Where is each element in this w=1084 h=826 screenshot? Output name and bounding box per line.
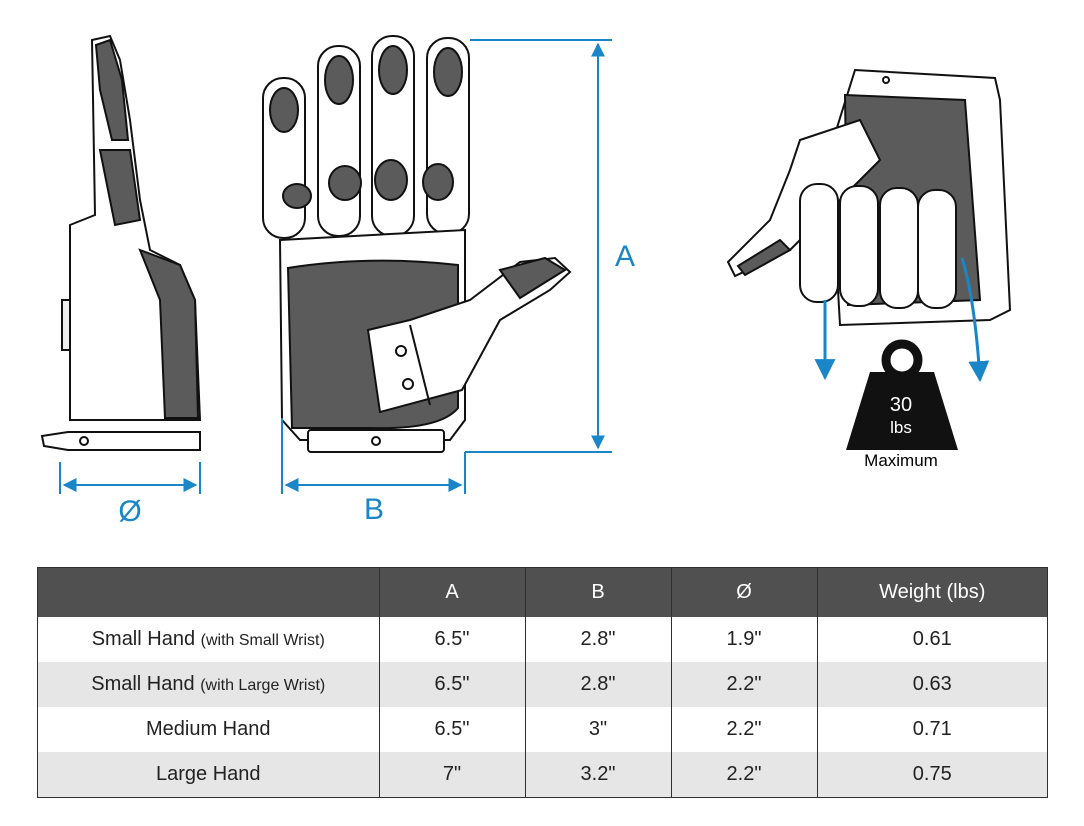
cell-a: 7" xyxy=(378,752,525,797)
header-diameter: Ø xyxy=(670,568,817,617)
cell-a: 6.5" xyxy=(378,662,525,707)
header-a: A xyxy=(378,568,525,617)
dimension-diameter-label: Ø xyxy=(118,495,141,528)
table-row: Medium Hand 6.5" 3" 2.2" 0.71 xyxy=(38,707,1047,752)
side-view-hand xyxy=(40,34,202,451)
cell-a: 6.5" xyxy=(378,617,525,662)
weight-unit: lbs xyxy=(890,418,912,437)
size-name: Small Hand xyxy=(91,628,196,650)
table-header-row: A B Ø Weight (lbs) xyxy=(38,568,1047,617)
dimension-a-label: A xyxy=(615,240,635,273)
dimension-b-label: B xyxy=(364,493,384,526)
header-weight: Weight (lbs) xyxy=(816,568,1047,617)
row-size: Medium Hand xyxy=(38,707,379,752)
size-name: Small Hand xyxy=(91,673,195,695)
cell-b: 2.8" xyxy=(524,662,671,707)
table-row: Small Hand (with Large Wrist) 6.5" 2.8" … xyxy=(38,662,1047,707)
size-name: Medium Hand xyxy=(145,718,271,740)
fist-view-hand xyxy=(726,68,1012,327)
weight-icon xyxy=(846,339,958,450)
table-row: Small Hand (with Small Wrist) 6.5" 2.8" … xyxy=(38,617,1047,662)
weight-value: 30 xyxy=(890,394,912,416)
cell-diameter: 1.9" xyxy=(670,617,817,662)
cell-b: 3" xyxy=(524,707,671,752)
table-row: Large Hand 7" 3.2" 2.2" 0.75 xyxy=(38,752,1047,797)
size-note: (with Small Wrist) xyxy=(200,632,325,649)
weight-caption: Maximum xyxy=(864,451,938,470)
hand-size-table: A B Ø Weight (lbs) Small Hand (with Smal… xyxy=(37,567,1048,798)
row-size: Small Hand (with Small Wrist) xyxy=(38,617,379,662)
row-size: Small Hand (with Large Wrist) xyxy=(38,662,379,707)
header-b: B xyxy=(524,568,671,617)
cell-diameter: 2.2" xyxy=(670,662,817,707)
cell-weight: 0.75 xyxy=(816,752,1047,797)
cell-b: 3.2" xyxy=(524,752,671,797)
front-view-hand xyxy=(262,35,572,453)
row-size: Large Hand xyxy=(38,752,379,797)
hand-dimension-diagram: 30 lbs Maximum A B Ø xyxy=(40,34,1012,528)
cell-a: 6.5" xyxy=(378,707,525,752)
cell-weight: 0.63 xyxy=(816,662,1047,707)
size-name: Large Hand xyxy=(155,763,261,785)
size-note: (with Large Wrist) xyxy=(200,677,326,694)
cell-diameter: 2.2" xyxy=(670,752,817,797)
cell-weight: 0.61 xyxy=(816,617,1047,662)
cell-diameter: 2.2" xyxy=(670,707,817,752)
cell-b: 2.8" xyxy=(524,617,671,662)
header-size xyxy=(38,568,379,617)
cell-weight: 0.71 xyxy=(816,707,1047,752)
force-arrow-right xyxy=(960,257,990,383)
